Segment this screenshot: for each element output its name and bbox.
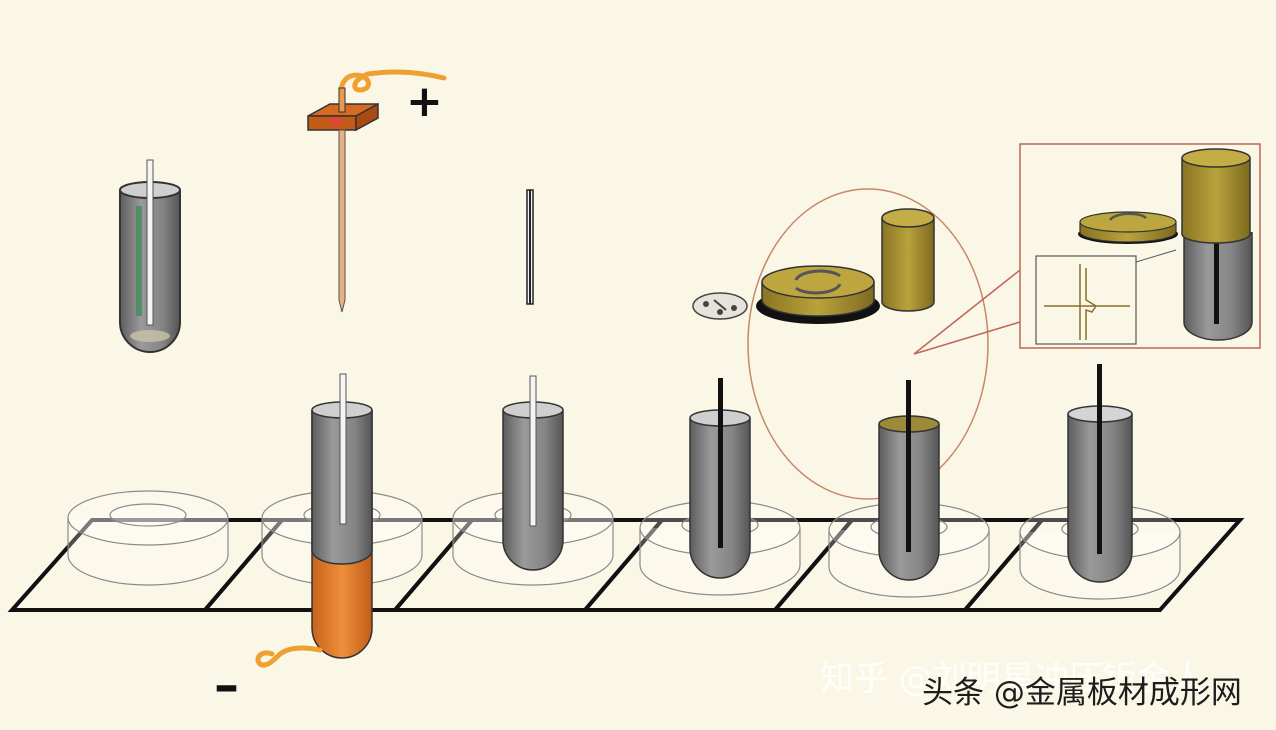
tube-4-icon: [689, 378, 751, 579]
gasket-icon: [692, 292, 748, 320]
magnified-circle-icon: [747, 188, 989, 500]
tray-6: [960, 518, 1245, 612]
rod-electrode-icon: [526, 189, 534, 305]
tube-2-icon: [255, 373, 373, 668]
watermark-zhihu: 知乎 @刘明星冲压钣金人: [820, 659, 1205, 699]
tube-3-icon: [502, 375, 564, 571]
watermark-toutiao: 头条 @金属板材成形网: [922, 675, 1242, 711]
anode-electrode-icon: [307, 69, 447, 313]
tray-row: [7, 518, 1245, 612]
inset-box-icon: [913, 143, 1261, 355]
positive-sign: +: [406, 76, 443, 127]
tube-5-icon: [878, 380, 940, 581]
tube-6-icon: [1067, 364, 1133, 583]
negative-sign: –: [214, 656, 239, 714]
test-tube-icon: [119, 159, 181, 353]
ring-1: [67, 490, 229, 586]
ring-row: [67, 490, 1181, 600]
